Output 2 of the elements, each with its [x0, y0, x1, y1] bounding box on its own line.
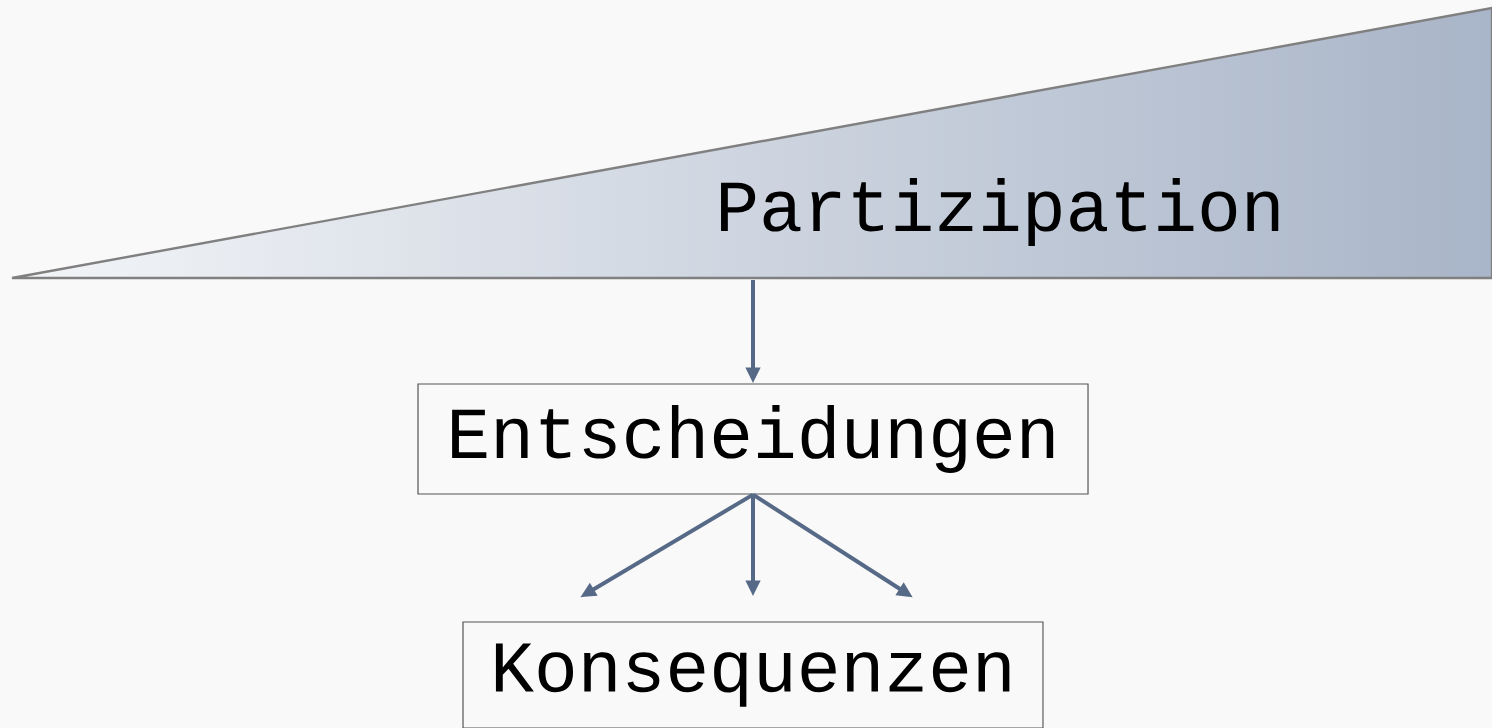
text-box: Konsequenzen — [462, 621, 1044, 728]
text-box: Entscheidungen — [417, 383, 1089, 495]
